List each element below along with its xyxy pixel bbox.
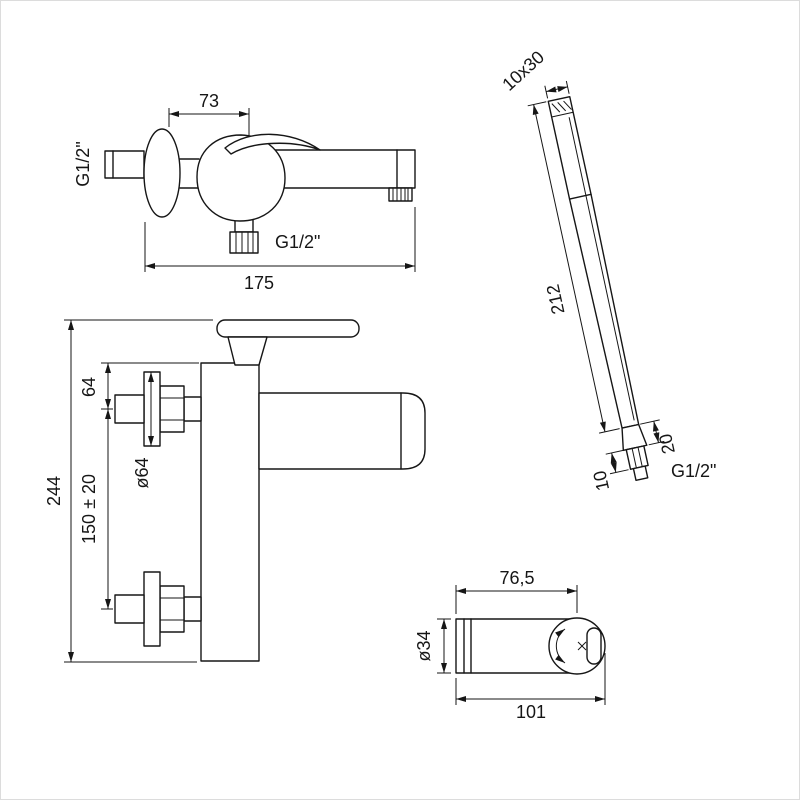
dimension-76-5: 76,5 <box>455 568 578 614</box>
inlet-thread-label: G1/2" <box>73 141 93 186</box>
dimension-64: 64 <box>79 362 199 410</box>
shower-thread <box>632 465 649 482</box>
dim-20-label: 20 <box>655 432 679 456</box>
view-hand-shower: 212 10x30 20 10 <box>498 47 716 493</box>
dimension-dia64: ø64 <box>132 372 154 489</box>
dim-244-label: 244 <box>44 476 64 506</box>
lever-handle <box>224 133 321 155</box>
view-top: 76,5 ø34 101 <box>414 568 606 722</box>
dimension-10: 10 <box>589 449 629 493</box>
handle-lever-top <box>586 627 602 665</box>
dim-76-5-label: 76,5 <box>499 568 534 588</box>
wall-escutcheon <box>143 128 181 218</box>
dim-64-label: 64 <box>79 377 99 397</box>
dimension-dia34: ø34 <box>414 618 451 674</box>
body-column <box>200 362 260 662</box>
spout <box>270 149 416 202</box>
dimension-244: 244 <box>44 319 213 663</box>
view-front: 244 64 150 ± 20 ø64 <box>44 319 426 663</box>
wall-connection-lower <box>114 571 202 647</box>
dim-10x30-label: 10x30 <box>498 47 548 95</box>
rotation-arrow-icon <box>555 628 566 664</box>
diverter-thread-label: G1/2" <box>275 232 320 252</box>
handle-cross-mark <box>577 641 587 651</box>
shower-thread-label: G1/2" <box>671 461 716 481</box>
body-connector <box>179 158 200 189</box>
dim-150-label: 150 ± 20 <box>79 474 99 544</box>
dimension-101: 101 <box>455 653 606 722</box>
view-side: 73 G1/2" G1/2" 175 <box>73 91 416 293</box>
dim-101-label: 101 <box>516 702 546 722</box>
shower-wand <box>547 95 640 429</box>
shower-cone <box>621 423 648 452</box>
dimension-20: 20 <box>640 419 679 456</box>
dimension-73: 73 <box>168 91 250 137</box>
dimension-175: 175 <box>144 207 416 293</box>
wall-inlet-nipple <box>104 150 145 179</box>
cartridge-dome <box>227 336 268 366</box>
dim-175-label: 175 <box>244 273 274 293</box>
dimension-150: 150 ± 20 <box>79 409 113 610</box>
mixer-body <box>196 134 286 222</box>
dim-73-label: 73 <box>199 91 219 111</box>
dim-10-label: 10 <box>589 469 613 493</box>
dim-212-label: 212 <box>543 283 569 317</box>
dimension-10x30: 10x30 <box>498 47 570 99</box>
dim-dia64-label: ø64 <box>132 457 152 488</box>
dim-dia34-label: ø34 <box>414 630 434 661</box>
wall-connection-upper <box>114 371 202 447</box>
spout-front <box>258 392 426 470</box>
lever-front <box>216 319 360 338</box>
